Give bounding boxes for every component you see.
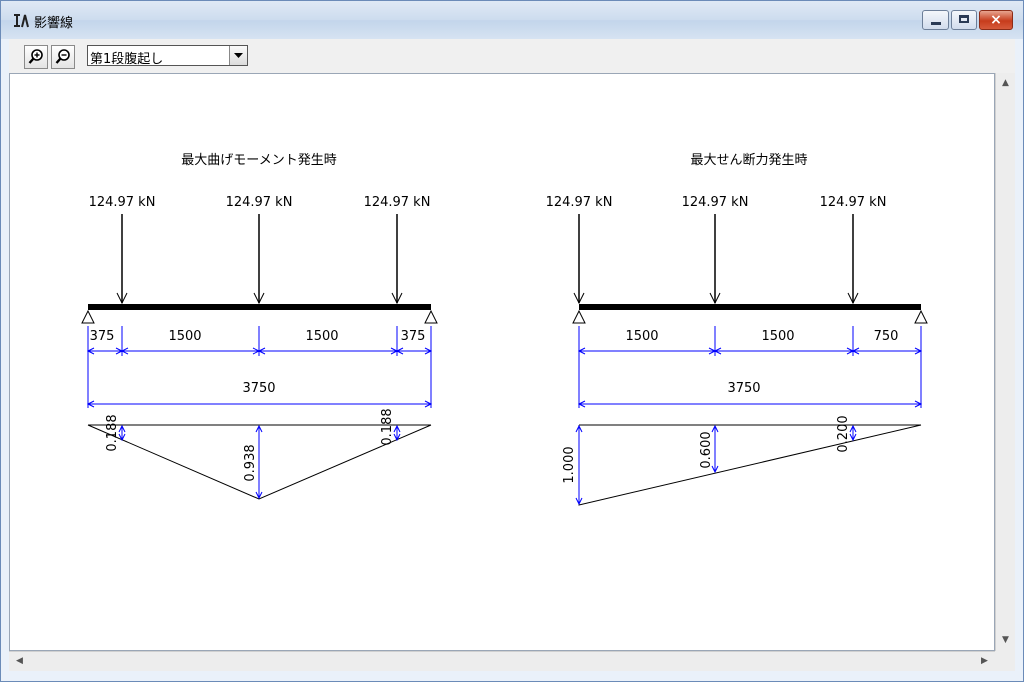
window-title: 影響線 — [34, 16, 74, 31]
maximize-icon — [959, 15, 969, 23]
shear-right-support — [914, 309, 928, 324]
close-button[interactable]: × — [979, 10, 1013, 30]
shear-load-label-3: 124.97 kN — [820, 195, 887, 210]
shear-ordinate-1: 1.000 — [562, 446, 577, 483]
moment-span-4: 375 — [401, 329, 426, 344]
shear-span-1: 1500 — [625, 329, 658, 344]
toolbar: 第1段腹起し — [9, 39, 1015, 73]
shear-load-label-1: 124.97 kN — [546, 195, 613, 210]
zoom-out-icon — [55, 49, 70, 64]
shear-ordinate-3: 0.200 — [836, 415, 851, 452]
shear-left-support — [572, 309, 586, 324]
title-bar[interactable]: 影響線 × — [1, 1, 1023, 39]
scroll-up-icon[interactable]: ▲ — [1002, 78, 1009, 88]
scroll-right-icon[interactable]: ▶ — [981, 656, 988, 666]
maximize-button[interactable] — [951, 10, 977, 30]
shear-ordinate-2: 0.600 — [699, 431, 714, 468]
moment-right-support — [424, 309, 438, 324]
moment-ordinate-3: 0.188 — [380, 408, 395, 445]
moment-ordinate-1: 0.188 — [105, 414, 120, 451]
shear-load-label-2: 124.97 kN — [682, 195, 749, 210]
moment-dimension-lines — [86, 326, 433, 408]
member-select-value: 第1段腹起し — [90, 52, 164, 67]
moment-load-label-3: 124.97 kN — [364, 195, 431, 210]
zoom-in-button[interactable] — [24, 45, 48, 69]
moment-beam — [88, 304, 431, 310]
shear-influence-line — [575, 424, 922, 506]
scroll-down-icon[interactable]: ▼ — [1002, 635, 1009, 645]
moment-load-arrow-1 — [116, 214, 128, 305]
select-dropdown-button[interactable] — [229, 46, 247, 65]
shear-load-arrow-2 — [709, 214, 721, 305]
vertical-scrollbar[interactable]: ▲ ▼ — [995, 73, 1015, 651]
moment-diagram: 最大曲げモーメント発生時 124.97 kN 124.97 kN 124.97 … — [81, 153, 438, 500]
moment-load-label-2: 124.97 kN — [226, 195, 293, 210]
moment-span-1: 375 — [90, 329, 115, 344]
size-grip[interactable] — [995, 651, 1015, 671]
shear-span-2: 1500 — [761, 329, 794, 344]
shear-load-arrow-1 — [573, 214, 585, 305]
horizontal-scrollbar[interactable]: ◀ ▶ — [9, 651, 995, 671]
minimize-icon — [931, 22, 941, 25]
moment-load-arrow-2 — [253, 214, 265, 305]
shear-total-span: 3750 — [727, 381, 760, 396]
shear-diagram: 最大せん断力発生時 124.97 kN 124.97 kN 124.97 kN — [546, 153, 928, 506]
moment-influence-line — [87, 424, 432, 500]
diagram-canvas[interactable]: 最大曲げモーメント発生時 124.97 kN 124.97 kN 124.97 … — [9, 73, 995, 651]
moment-ordinate-2: 0.938 — [243, 444, 258, 481]
member-select[interactable]: 第1段腹起し — [87, 45, 248, 67]
shear-load-arrow-3 — [847, 214, 859, 305]
moment-load-arrow-3 — [391, 214, 403, 305]
moment-total-span: 3750 — [242, 381, 275, 396]
moment-span-3: 1500 — [305, 329, 338, 344]
shear-dimension-lines — [577, 326, 923, 408]
zoom-in-icon — [28, 49, 43, 64]
shear-beam — [579, 304, 921, 310]
shear-diagram-title: 最大せん断力発生時 — [690, 153, 807, 168]
shear-span-3: 750 — [874, 329, 899, 344]
app-icon — [13, 12, 30, 29]
minimize-button[interactable] — [922, 10, 949, 30]
moment-left-support — [81, 309, 95, 324]
moment-diagram-title: 最大曲げモーメント発生時 — [181, 153, 336, 168]
moment-span-2: 1500 — [168, 329, 201, 344]
scroll-left-icon[interactable]: ◀ — [16, 656, 23, 666]
zoom-out-button[interactable] — [51, 45, 75, 69]
moment-load-label-1: 124.97 kN — [89, 195, 156, 210]
close-icon: × — [990, 12, 1002, 28]
chevron-down-icon — [234, 53, 243, 58]
